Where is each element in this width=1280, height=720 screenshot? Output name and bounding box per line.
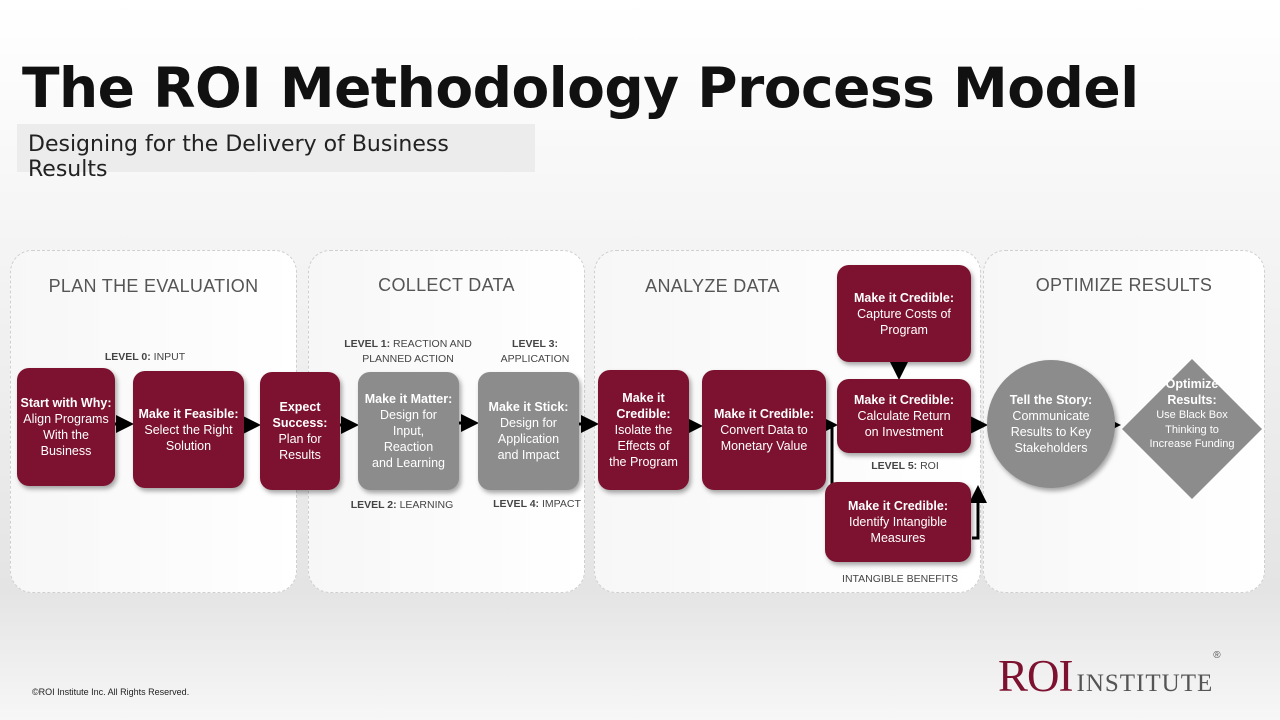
page-title: The ROI Methodology Process Model	[22, 56, 1139, 120]
level-5-label: LEVEL 5: ROI	[871, 460, 939, 472]
level-2-label: LEVEL 2: LEARNING	[350, 499, 454, 511]
phase-collect-title: COLLECT DATA	[378, 275, 515, 295]
step-optimize-diamond-shape	[1122, 359, 1262, 499]
phase-analyze-title: ANALYZE DATA	[645, 276, 780, 296]
copyright-text: ©ROI Institute Inc. All Rights Reserved.	[32, 687, 190, 697]
level-0-label: LEVEL 0: INPUT	[104, 351, 186, 363]
phase-plan-title: PLAN THE EVALUATION	[48, 276, 259, 296]
level-3-label: LEVEL 3:APPLICATION	[500, 338, 570, 365]
page-subtitle: Designing for the Delivery of Business R…	[17, 124, 535, 182]
phase-optimize-title: OPTIMIZE RESULTS	[1035, 275, 1213, 295]
level-4-label: LEVEL 4: IMPACT	[493, 498, 581, 510]
intangible-benefits-label: INTANGIBLE BENEFITS	[842, 573, 958, 585]
